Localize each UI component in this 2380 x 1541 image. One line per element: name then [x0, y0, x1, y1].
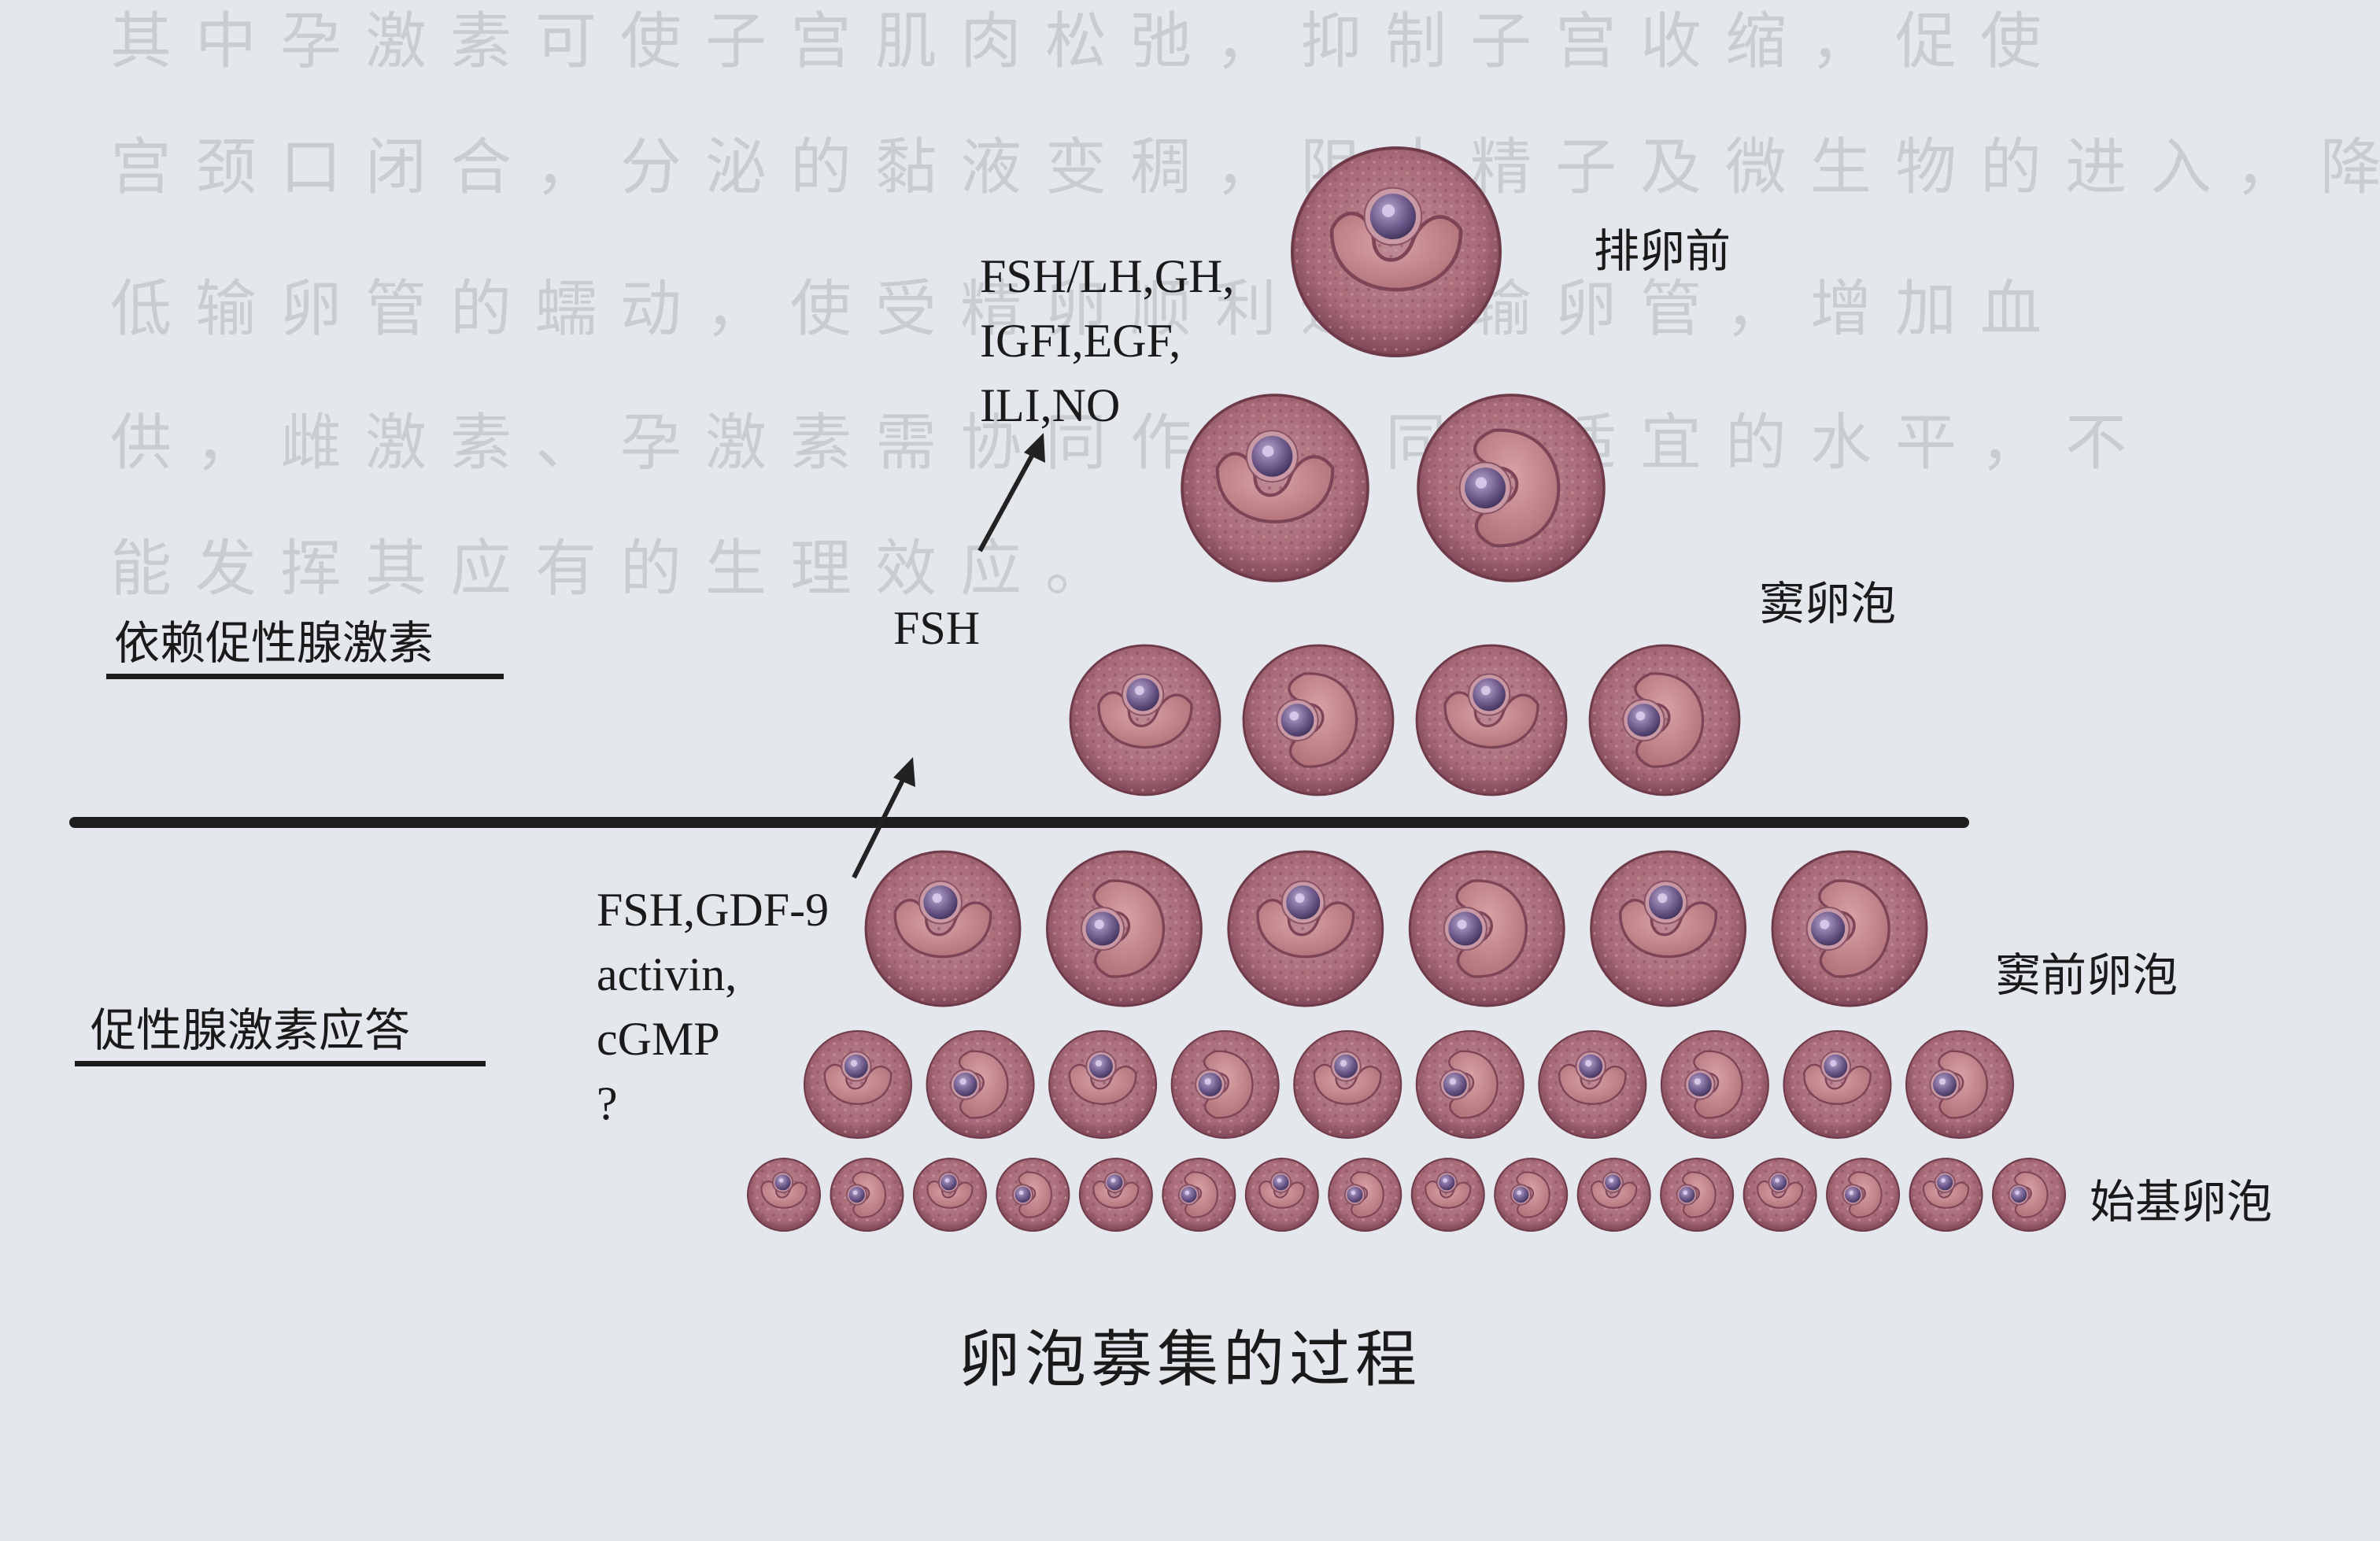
follicle-primordial — [1244, 1158, 1319, 1232]
follicle-primordial — [996, 1158, 1070, 1232]
figure-title: 卵泡募集的过程 — [958, 1325, 1421, 1395]
follicle-preantral — [1590, 850, 1747, 1007]
factor-line: activin, — [597, 948, 737, 1000]
follicle-secondary — [1905, 1029, 2015, 1140]
factor-list-lower: FSH,GDF-9 activin, cGMP ? — [597, 878, 829, 1136]
follicle-primordial — [1410, 1158, 1485, 1232]
stage-label-primordial: 始基卵泡 — [2090, 1175, 2273, 1229]
follicle-secondary — [1660, 1029, 1769, 1140]
category-gonadotropin-dependent: 依赖促性腺激素 — [114, 616, 434, 670]
factor-list-upper: FSH/LH,GH, IGFI,EGF, ILI,NO — [980, 244, 1234, 438]
follicle-primordial — [1576, 1158, 1651, 1232]
follicle-primordial — [912, 1158, 987, 1232]
factor-middle: FSH — [893, 602, 981, 654]
category-underline — [75, 1061, 486, 1066]
follicle-preantral — [1227, 850, 1384, 1007]
follicle-secondary — [1048, 1029, 1158, 1140]
follicle-primordial — [1660, 1158, 1735, 1232]
follicle-primordial — [747, 1158, 821, 1232]
follicle-secondary — [1415, 1029, 1524, 1140]
follicle-primordial — [1078, 1158, 1153, 1232]
follicle-preantral — [864, 850, 1022, 1007]
background-line: 供，雌激素、孕激素需协同作用，同时适宜的水平，不 — [110, 408, 2151, 479]
stage-label-antral: 窦卵泡 — [1759, 577, 1897, 630]
background-line: 能发挥其应有的生理效应。 — [110, 534, 1131, 604]
background-line: 低输卵管的蠕动，使受精卵顺利通过输卵管，增加血 — [110, 274, 2066, 345]
follicle-primordial — [1743, 1158, 1817, 1232]
follicle-antral — [1242, 644, 1395, 796]
follicle-antral — [1181, 394, 1369, 582]
category-gonadotropin-responsive: 促性腺激素应答 — [91, 1003, 411, 1057]
follicle-antral — [1069, 644, 1221, 796]
arrow-lower — [852, 757, 915, 879]
follicle-primordial — [1909, 1158, 1983, 1232]
factor-line: FSH/LH,GH, — [980, 250, 1235, 302]
follicle-preovulatory — [1291, 146, 1502, 357]
follicle-group — [747, 146, 2066, 1232]
arrow-upper — [978, 433, 1045, 552]
follicle-preantral — [1771, 850, 1928, 1007]
follicle-secondary — [803, 1029, 913, 1140]
stage-label-preantral: 窦前卵泡 — [1995, 948, 2179, 1002]
factor-line: IGFI,EGF, — [980, 315, 1181, 367]
follicle-secondary — [1293, 1029, 1402, 1140]
background-line: 其中孕激素可使子宫肌肉松弛，抑制子宫收缩，促使 — [110, 6, 2066, 77]
follicle-antral — [1417, 394, 1606, 582]
factor-line: FSH,GDF-9 — [597, 884, 830, 936]
follicle-secondary — [1783, 1029, 1892, 1140]
follicle-secondary — [1170, 1029, 1280, 1140]
follicle-antral — [1588, 644, 1741, 796]
follicle-preantral — [1408, 850, 1565, 1007]
follicle-antral — [1415, 644, 1568, 796]
follicle-primordial — [1162, 1158, 1236, 1232]
follicle-primordial — [1328, 1158, 1402, 1232]
category-underline — [106, 674, 504, 679]
factor-line: ILI,NO — [980, 379, 1121, 431]
follicle-primordial — [1826, 1158, 1901, 1232]
follicle-primordial — [1992, 1158, 2066, 1232]
factor-line: cGMP — [597, 1013, 720, 1065]
follicle-secondary — [1538, 1029, 1647, 1140]
background-line: 宫颈口闭合，分泌的黏液变稠，阻止精子及微生物的进入，降 — [110, 132, 2380, 203]
follicle-preantral — [1045, 850, 1203, 1007]
follicle-secondary — [926, 1029, 1035, 1140]
factor-line: ? — [597, 1077, 618, 1129]
follicle-primordial — [1494, 1158, 1569, 1232]
stage-label-preovulatory: 排卵前 — [1594, 224, 1731, 278]
follicle-primordial — [830, 1158, 904, 1232]
